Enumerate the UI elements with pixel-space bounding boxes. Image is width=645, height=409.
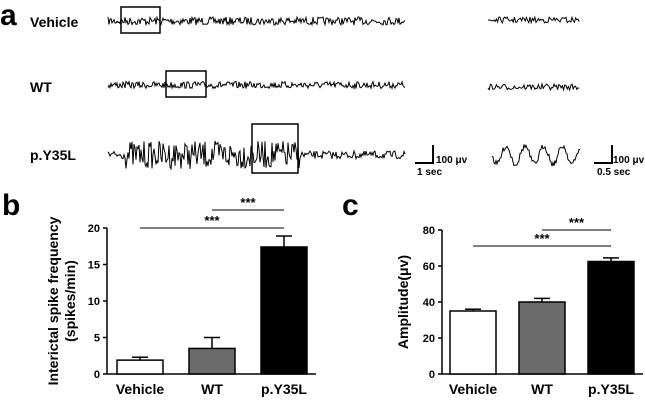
y-tick-label: 15 [88, 260, 100, 272]
scale-bar-long: 100 μv 1 sec [415, 145, 468, 178]
category-label: Vehicle [449, 381, 497, 397]
trace-vehicle [107, 15, 406, 27]
y-tick-label: 20 [88, 223, 100, 235]
trace-zoom-py35l [491, 144, 581, 167]
bar-wt [188, 347, 236, 375]
zoom-box-vehicle [120, 6, 161, 34]
category-label: p.Y35L [588, 381, 634, 397]
trace-zoom-wt [487, 82, 580, 92]
y-tick-label: 0 [429, 369, 435, 381]
y-tick-label: 80 [423, 225, 435, 237]
trace-label-py35l: p.Y35L [30, 147, 76, 163]
significance-label: *** [240, 195, 256, 210]
category-label: Vehicle [116, 381, 164, 397]
significance-label: *** [534, 231, 550, 246]
y-axis-label: Amplitude(μv) [395, 255, 411, 349]
bar-py35l [587, 260, 635, 375]
zoom-box-wt [165, 70, 207, 98]
scale-bar-long-amplitude: 100 μv [436, 155, 468, 166]
trace-wt [107, 79, 406, 91]
y-tick-label: 0 [94, 369, 100, 381]
trace-label-vehicle: Vehicle [30, 14, 78, 30]
bar-wt [518, 301, 566, 375]
trace-label-wt: WT [30, 79, 52, 95]
panel-c-letter: c [342, 189, 359, 222]
y-tick-label: 20 [423, 333, 435, 345]
bar-py35l [260, 246, 308, 375]
eeg-traces [107, 15, 581, 171]
category-label: WT [531, 381, 553, 397]
significance-label: *** [204, 213, 220, 228]
category-label: p.Y35L [261, 381, 307, 397]
significance-label: *** [569, 215, 585, 230]
y-axis-label: Interictal spike frequency [45, 216, 61, 385]
trace-py35l [107, 140, 406, 171]
y-tick-label: 40 [423, 297, 435, 309]
bar-vehicle [449, 310, 497, 375]
scale-bar-zoom-amplitude: 100 μv [613, 155, 645, 166]
zoom-box-py35l [251, 123, 299, 174]
y-tick-label: 10 [88, 296, 100, 308]
y-tick-label: 5 [94, 333, 100, 345]
y-axis-label: (spikes/min) [62, 260, 78, 342]
bar-vehicle [116, 359, 164, 375]
y-tick-label: 60 [423, 261, 435, 273]
category-label: WT [201, 381, 223, 397]
scale-bar-zoom-time: 0.5 sec [597, 167, 631, 178]
scale-bar-long-time: 1 sec [417, 167, 442, 178]
panel-b-letter: b [2, 189, 20, 222]
trace-zoom-vehicle [487, 15, 580, 25]
panel-a-letter: a [0, 0, 17, 32]
scale-bar-zoom: 100 μv 0.5 sec [594, 145, 645, 178]
